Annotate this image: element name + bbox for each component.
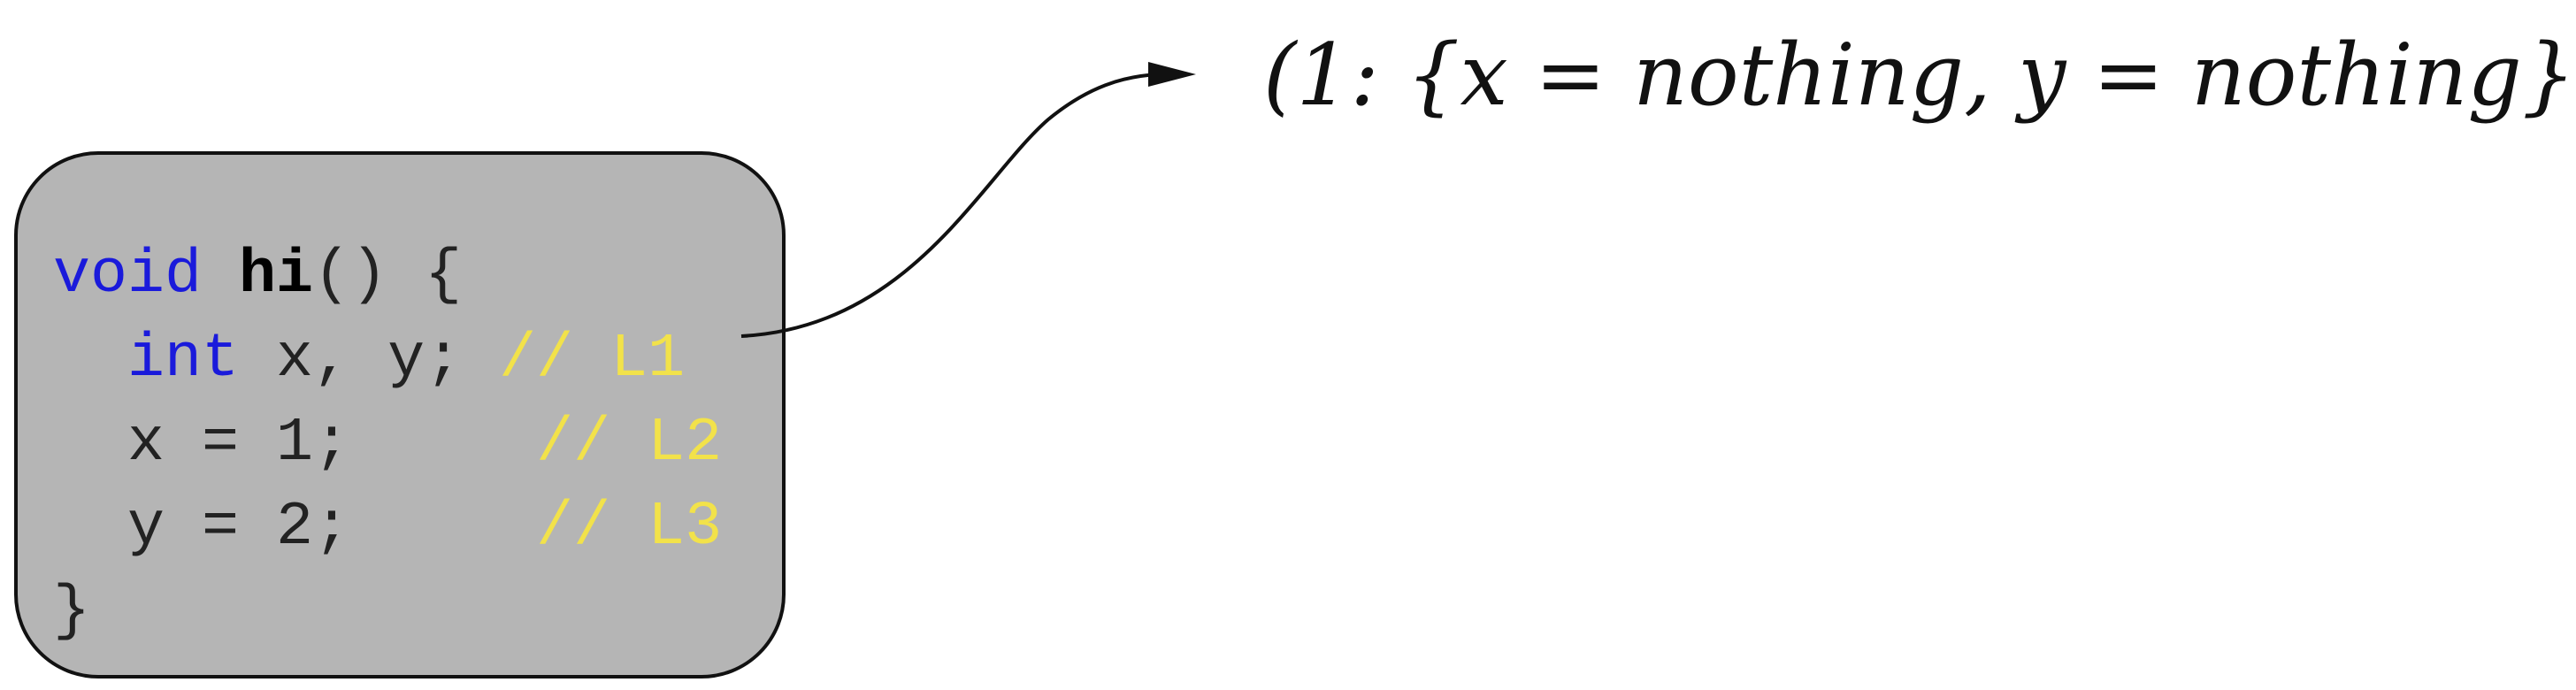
arrow-connector [740,62,1196,338]
function-name: hi [239,241,314,310]
code-line-2: int x, y; // L1 [53,318,722,402]
keyword-int: int [127,325,240,395]
code-block-box [14,151,786,678]
code-line-4: y = 2; // L3 [53,486,722,570]
declaration-text: x, y; [239,325,463,395]
code-listing: void hi() { int x, y; // L1 x = 1; // L2… [53,234,722,654]
code-line-3: x = 1; // L2 [53,402,722,486]
keyword-void: void [53,241,203,310]
comment-l3: // L3 [536,493,723,563]
comment-l2: // L2 [536,409,723,479]
comment-l1: // L1 [462,325,686,395]
closing-brace: } [53,577,91,647]
arrow-head [1148,62,1196,87]
code-line-1: void hi() { [53,234,722,318]
function-signature-rest: () { [313,241,463,310]
arrow-curve [740,73,1160,338]
assignment-x: x = 1; [53,409,537,479]
code-line-5: } [53,570,722,654]
assignment-y: y = 2; [53,493,537,563]
state-annotation: (1: {x = nothing, y = nothing} [1263,26,2576,125]
